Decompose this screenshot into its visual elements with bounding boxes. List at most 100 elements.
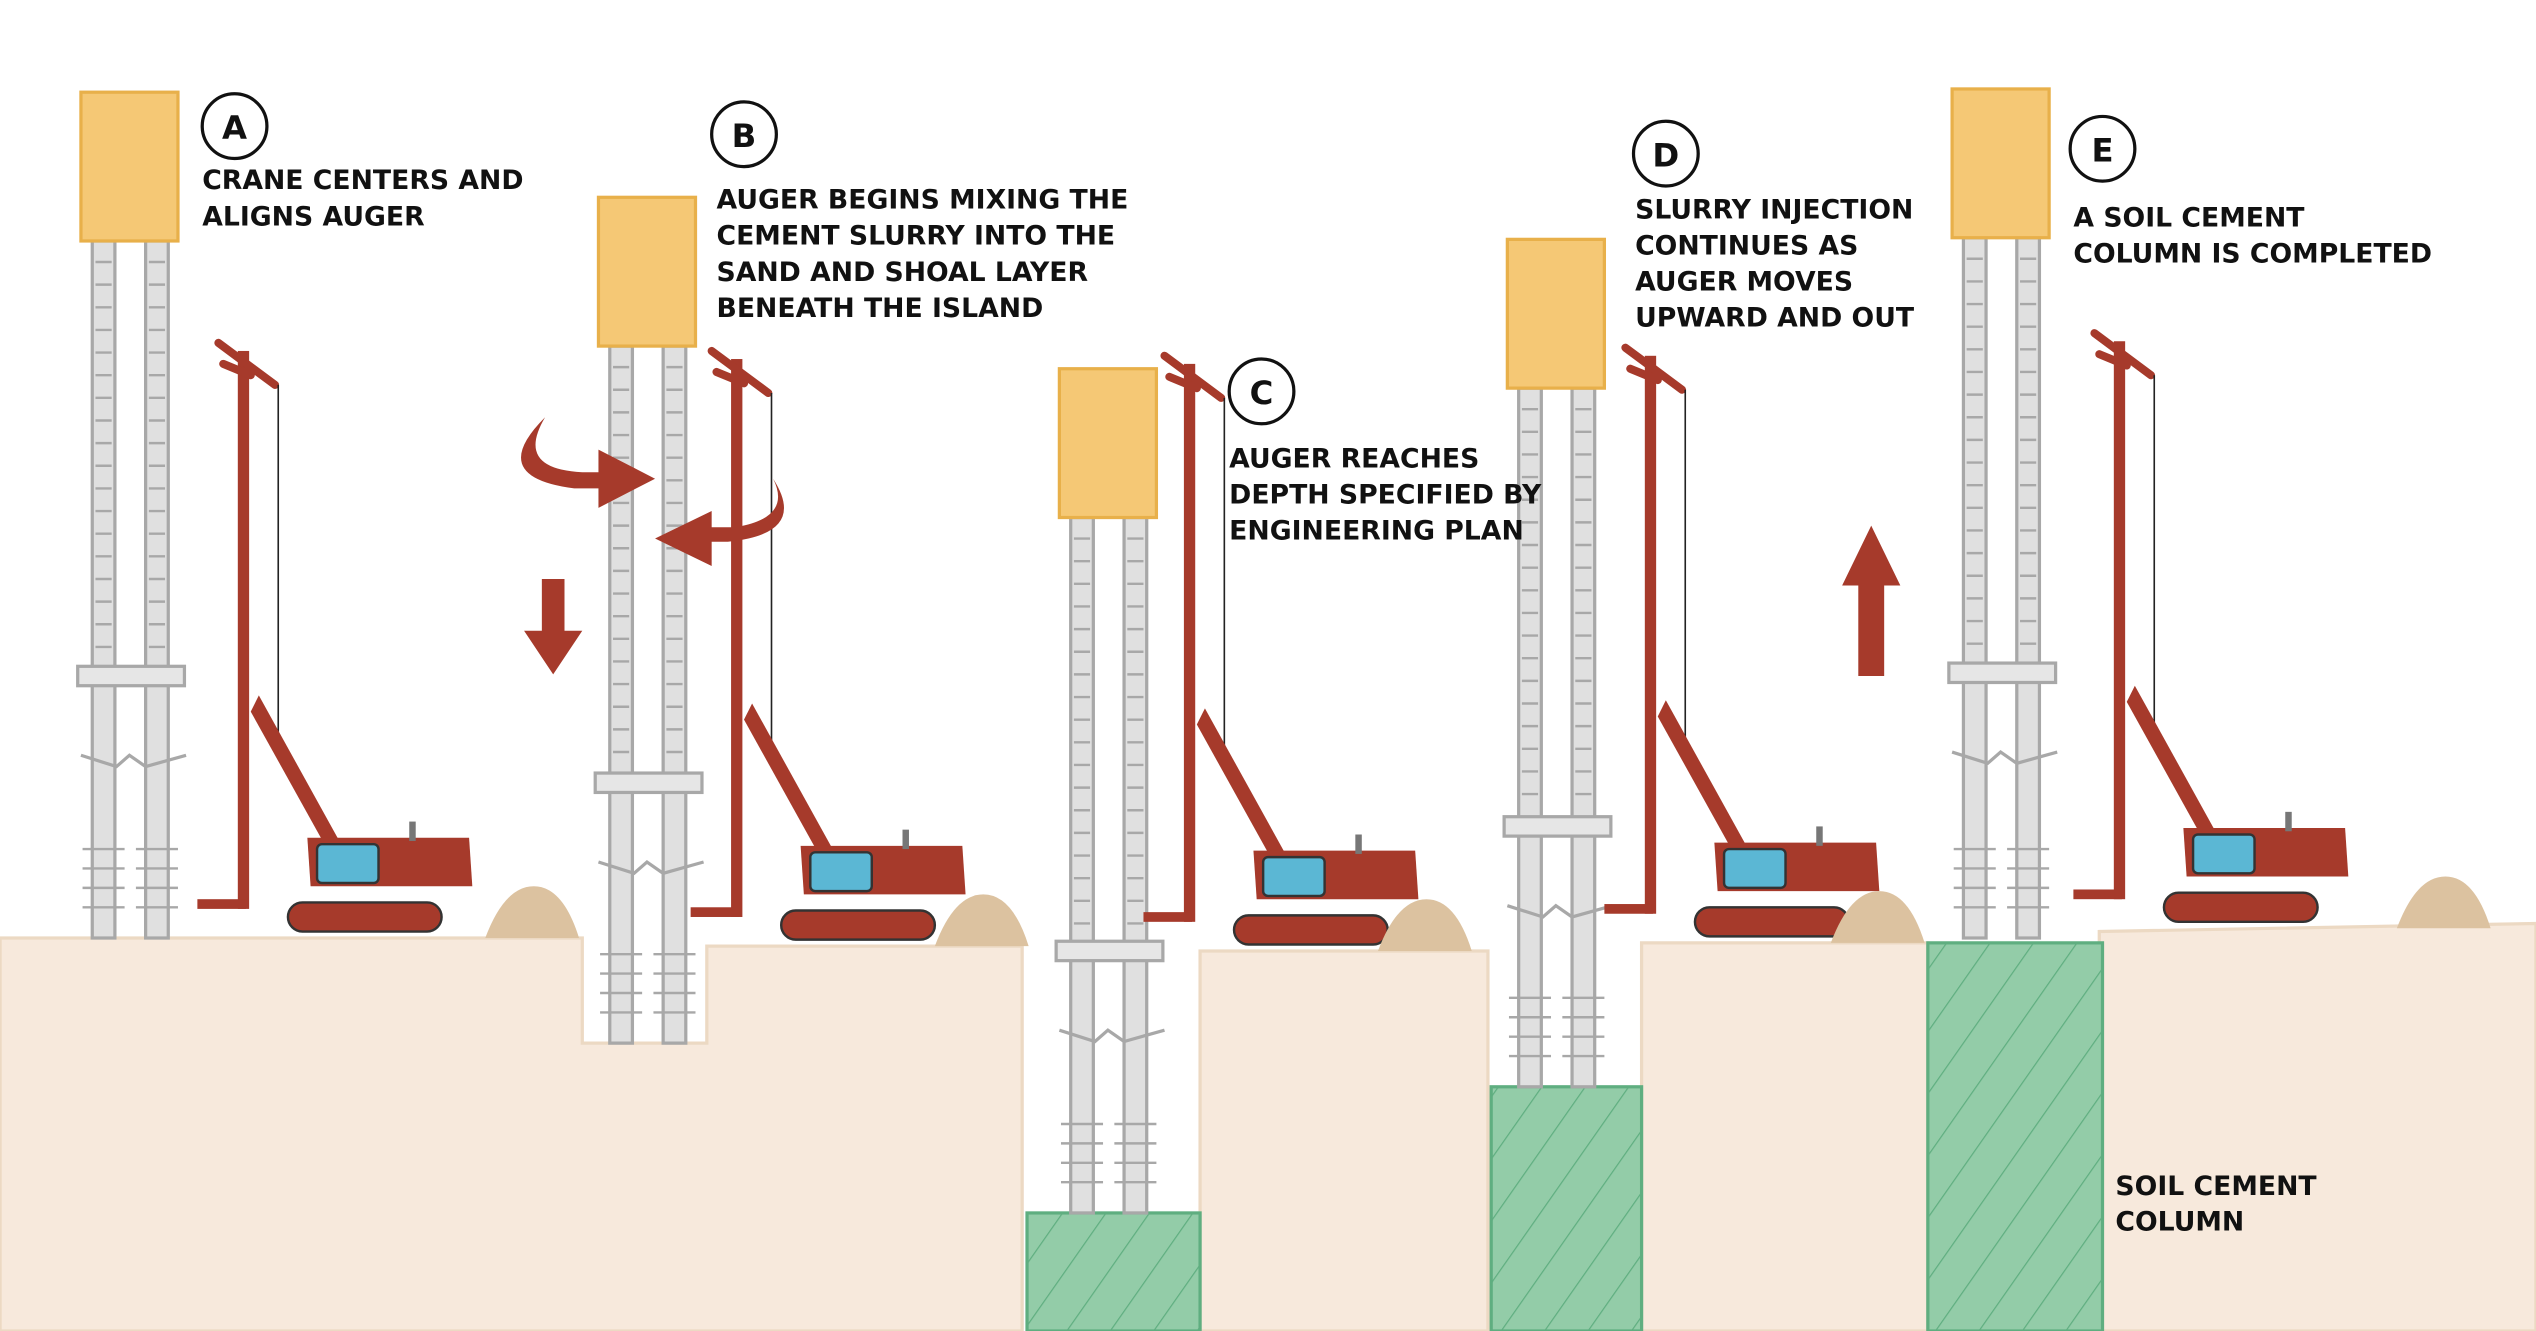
auger-motor-box (79, 90, 180, 243)
step-description-line: AUGER REACHES (1229, 443, 1479, 474)
crane-mast (731, 359, 743, 917)
motion-arrows (521, 417, 1901, 677)
sand-mound (1377, 899, 1472, 951)
soil-cement-columns (1025, 941, 2105, 1331)
step-description-line: BENEATH THE ISLAND (717, 293, 1044, 324)
mast-head (1621, 343, 1687, 394)
step-description-line: AUGER BEGINS MIXING THE (717, 185, 1129, 216)
rod-break-mark (80, 753, 187, 769)
ground-section-e (2097, 921, 2536, 1331)
mast-foot (197, 899, 246, 909)
step-badge (200, 92, 269, 161)
step-d-label: D SLURRY INJECTION CONTINUES AS AUGER MOVES… (1631, 119, 1915, 334)
auger-motor-box (596, 195, 698, 348)
exhaust (1355, 834, 1362, 854)
auger-rod (2015, 236, 2042, 940)
boom-arm (250, 695, 343, 858)
step-a-illustration (76, 90, 580, 940)
boom-arm (744, 703, 837, 866)
soil-cement-column (1025, 1211, 1202, 1331)
ground-section-c (1198, 949, 1490, 1331)
step-description-line: CEMENT SLURRY INTO THE (717, 221, 1116, 252)
crawler-track (1232, 914, 1389, 946)
crawler-track (2162, 891, 2319, 924)
sand-mound (485, 886, 580, 939)
auger-rod (1122, 515, 1149, 1215)
sand-mound (934, 894, 1029, 947)
auger-rod (1961, 236, 1988, 940)
rod-break-mark (1506, 903, 1613, 919)
auger-motor-box (1057, 367, 1159, 520)
soil-cement-column-label: COLUMN (2115, 1207, 2244, 1238)
auger-motor-box (1950, 87, 2051, 240)
soil-cement-column (1489, 1085, 1644, 1331)
rod-clamp (1502, 815, 1613, 838)
rotation-arrow-icon (655, 478, 784, 567)
crawler-track (286, 901, 443, 933)
rod-clamp (1054, 939, 1165, 963)
step-badge (1631, 119, 1700, 188)
boom-arm (2126, 685, 2219, 848)
crane-mast (1183, 363, 1196, 922)
boom-arm (1196, 708, 1290, 871)
exhaust (1816, 826, 1823, 846)
step-letter: E (2091, 131, 2113, 169)
mast-head (1160, 351, 1226, 402)
step-letter: D (1652, 136, 1679, 174)
rotation-arrow-icon (521, 417, 656, 508)
soil-cement-column (1926, 941, 2105, 1331)
crane-mast (237, 350, 250, 909)
auger-motor-box (1505, 237, 1607, 390)
step-description-line: AUGER MOVES (1635, 266, 1853, 297)
step-description-line: UPWARD AND OUT (1635, 303, 1915, 334)
sand-mound (1830, 891, 1925, 943)
step-e-illustration (1947, 87, 2491, 940)
mast-foot (1604, 904, 1653, 914)
exhaust (2285, 811, 2292, 832)
step-badge (1227, 357, 1296, 426)
rod-clamp (593, 771, 704, 795)
step-description-line: CRANE CENTERS AND (202, 165, 523, 196)
ground-section-d (1639, 941, 1930, 1331)
step-d-illustration (1502, 237, 1925, 1089)
step-e-label: E A SOIL CEMENT COLUMN IS COMPLETED (2068, 114, 2432, 269)
auger-rod (144, 239, 170, 940)
step-letter: A (222, 109, 247, 147)
auger-rod (661, 344, 688, 1045)
mast-head (2090, 329, 2156, 380)
step-description-line: COLUMN IS COMPLETED (2073, 238, 2432, 269)
step-description-line: DEPTH SPECIFIED BY (1229, 479, 1542, 510)
crane-mast (2113, 341, 2126, 900)
cab-window (1261, 855, 1326, 898)
mast-foot (1143, 912, 1192, 922)
step-description-line: A SOIL CEMENT (2073, 202, 2305, 233)
mast-foot (2073, 889, 2122, 900)
step-b-illustration (593, 195, 1029, 1045)
cab-window (315, 842, 380, 885)
step-c-illustration (1054, 351, 1472, 1215)
exhaust (902, 829, 909, 850)
step-description-line: ENGINEERING PLAN (1229, 516, 1524, 547)
step-description-line: SLURRY INJECTION (1635, 194, 1913, 225)
step-description-line: CONTINUES AS (1635, 230, 1858, 261)
rod-break-mark (1058, 1028, 1165, 1044)
auger-rod (1069, 515, 1095, 1215)
crawler-track (1693, 906, 1850, 938)
mast-head (214, 338, 280, 389)
cab-window (809, 851, 873, 893)
mast-head (707, 346, 773, 398)
exhaust (409, 821, 416, 841)
step-badge (2068, 114, 2137, 183)
down-arrow-icon (524, 578, 583, 675)
crawler-track (779, 909, 937, 941)
cab-window (1722, 847, 1787, 890)
step-badge (710, 100, 778, 169)
cab-window (2191, 833, 2256, 875)
auger-rod (608, 344, 635, 1045)
auger-rod (90, 239, 117, 940)
crane-mast (1644, 355, 1657, 914)
sand-mound (2396, 876, 2491, 929)
